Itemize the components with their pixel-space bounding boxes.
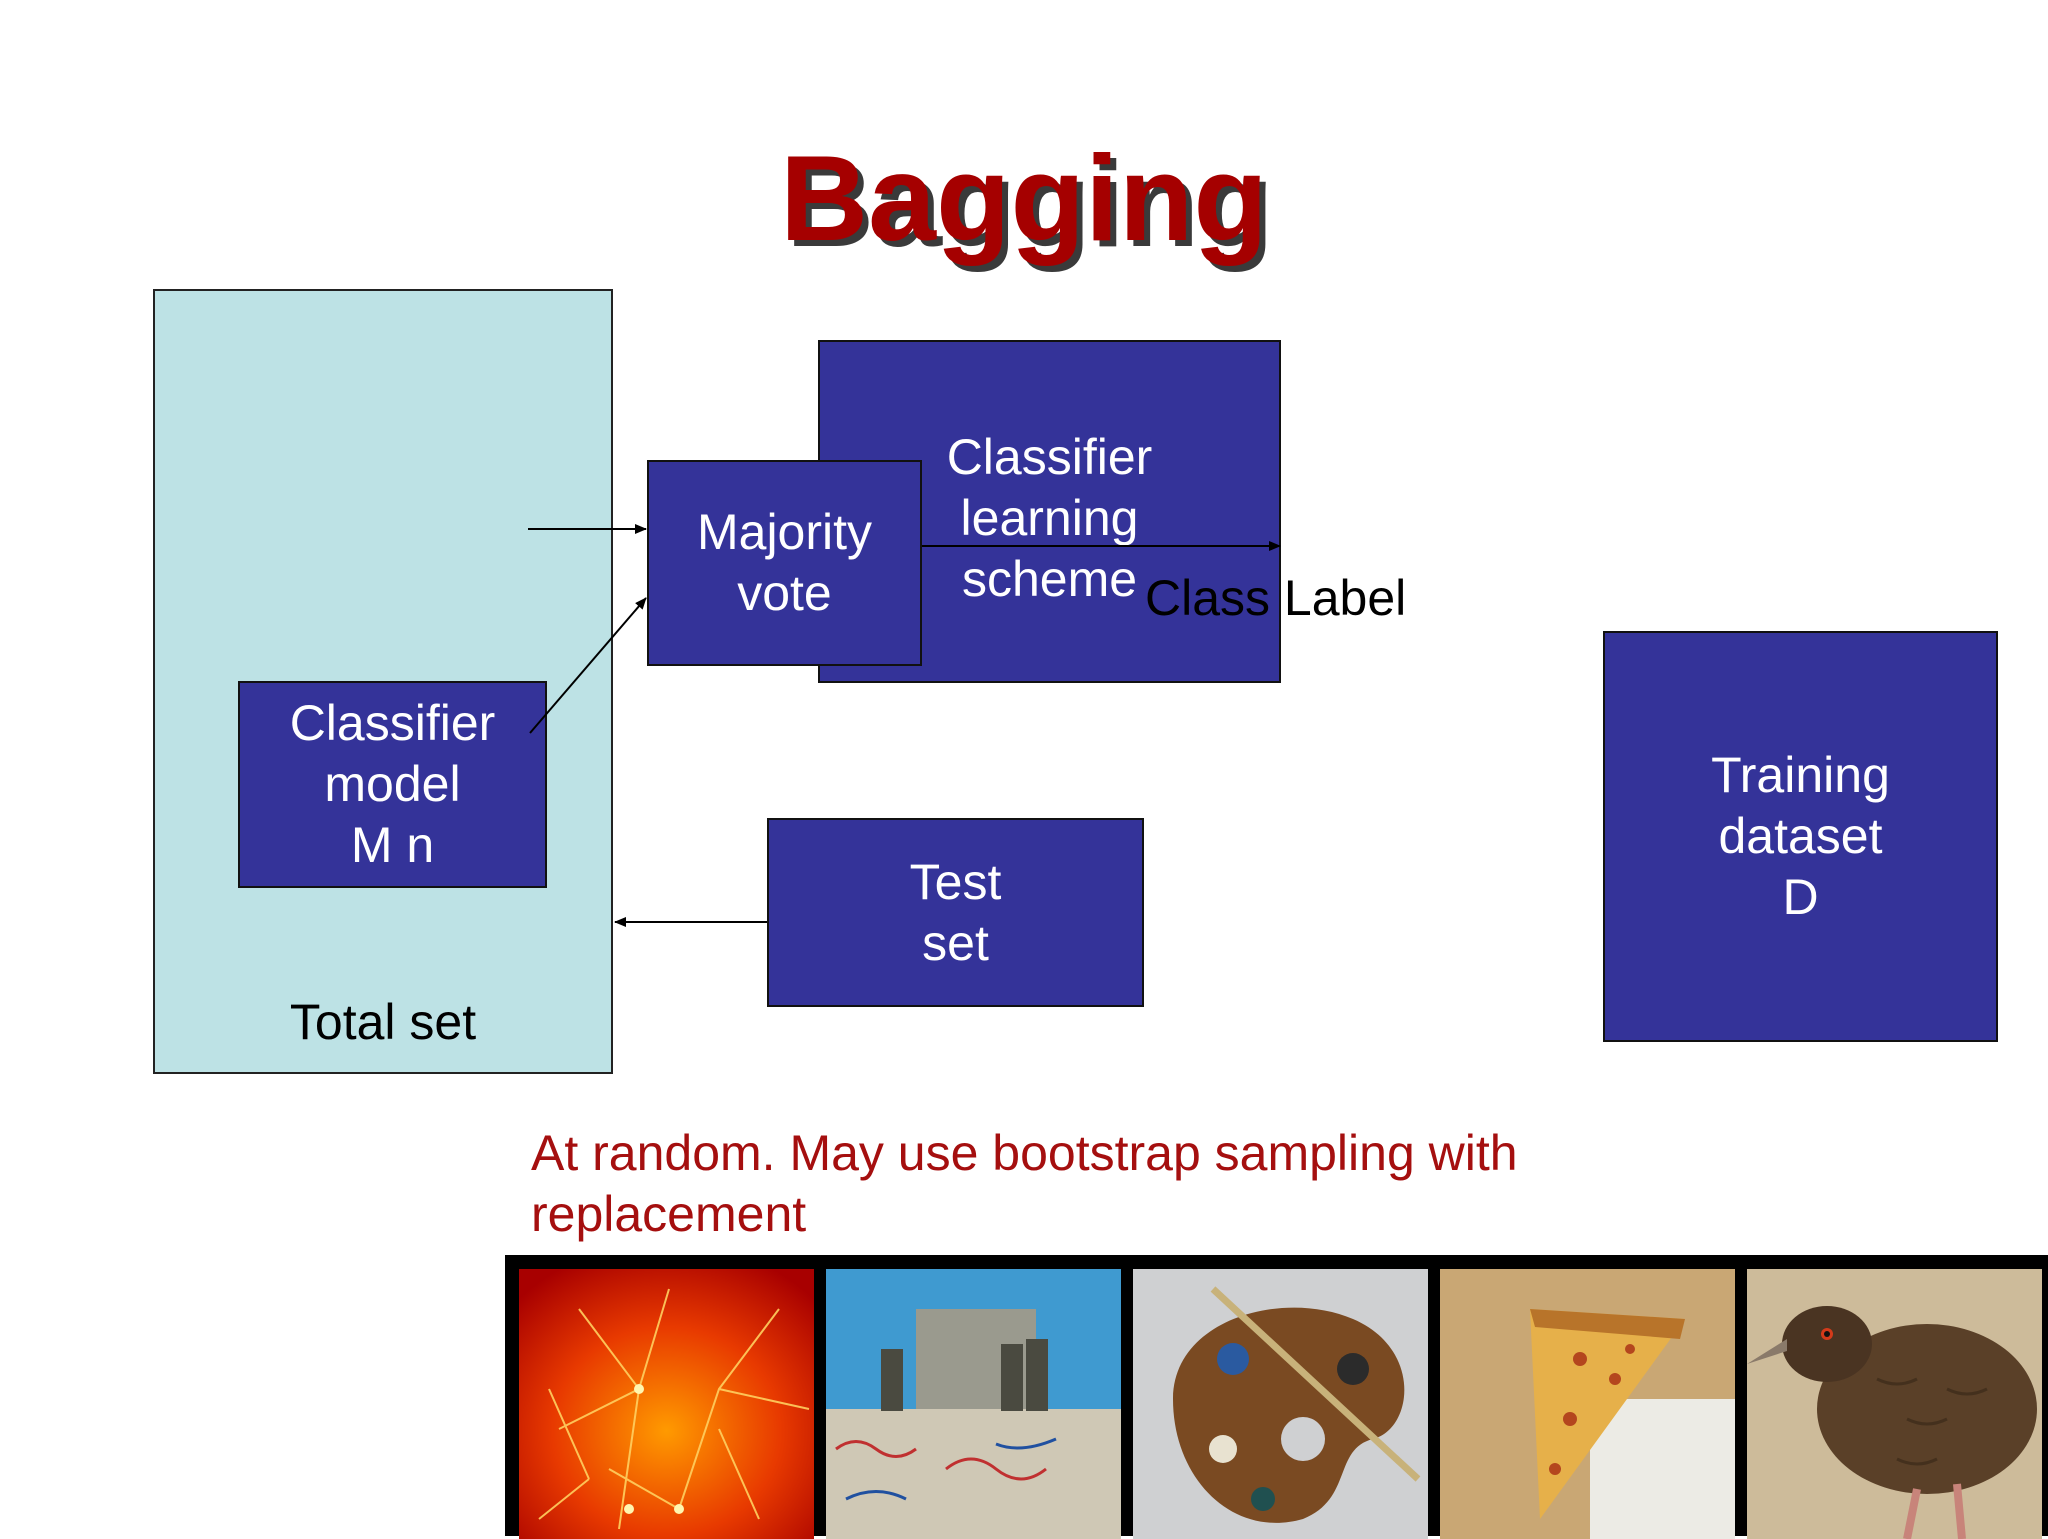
training-line-1: Training [1711,747,1890,803]
training-line-2: dataset [1718,808,1883,864]
test-set-box: Test set [767,818,1144,1007]
total-set-label: Total set [289,994,477,1050]
pizza-slice-image [1440,1269,1735,1539]
paint-palette-image [1133,1269,1428,1539]
test-line-1: Test [909,853,1002,910]
berlin-wall-image [826,1269,1121,1539]
majority-line-2: vote [737,565,832,621]
model-line-3: M n [350,817,435,873]
model-line-2: model [324,756,461,812]
test-line-2: set [922,914,989,971]
kiwi-bird-image [1747,1269,2042,1539]
arrow-model-to-majority [529,597,647,734]
sampling-note: At random. May use bootstrap sampling wi… [531,1125,1518,1242]
model-line-1: Classifier [289,695,496,751]
classifier-model-box: Classifier model M n [238,681,547,888]
image-strip [505,1255,2048,1539]
majority-line-1: Majority [696,504,873,560]
training-dataset-box: Training dataset D [1603,631,1998,1042]
slide-title: Bagging [780,130,1268,266]
scheme-line-2: learning [960,490,1139,546]
class-label-text: Class Label [1145,570,1407,626]
scheme-line-3: scheme [961,551,1138,607]
scheme-line-1: Classifier [946,429,1153,485]
majority-vote-box: Majority vote [647,460,922,666]
training-line-3: D [1782,869,1819,925]
neurons-image [519,1269,814,1539]
